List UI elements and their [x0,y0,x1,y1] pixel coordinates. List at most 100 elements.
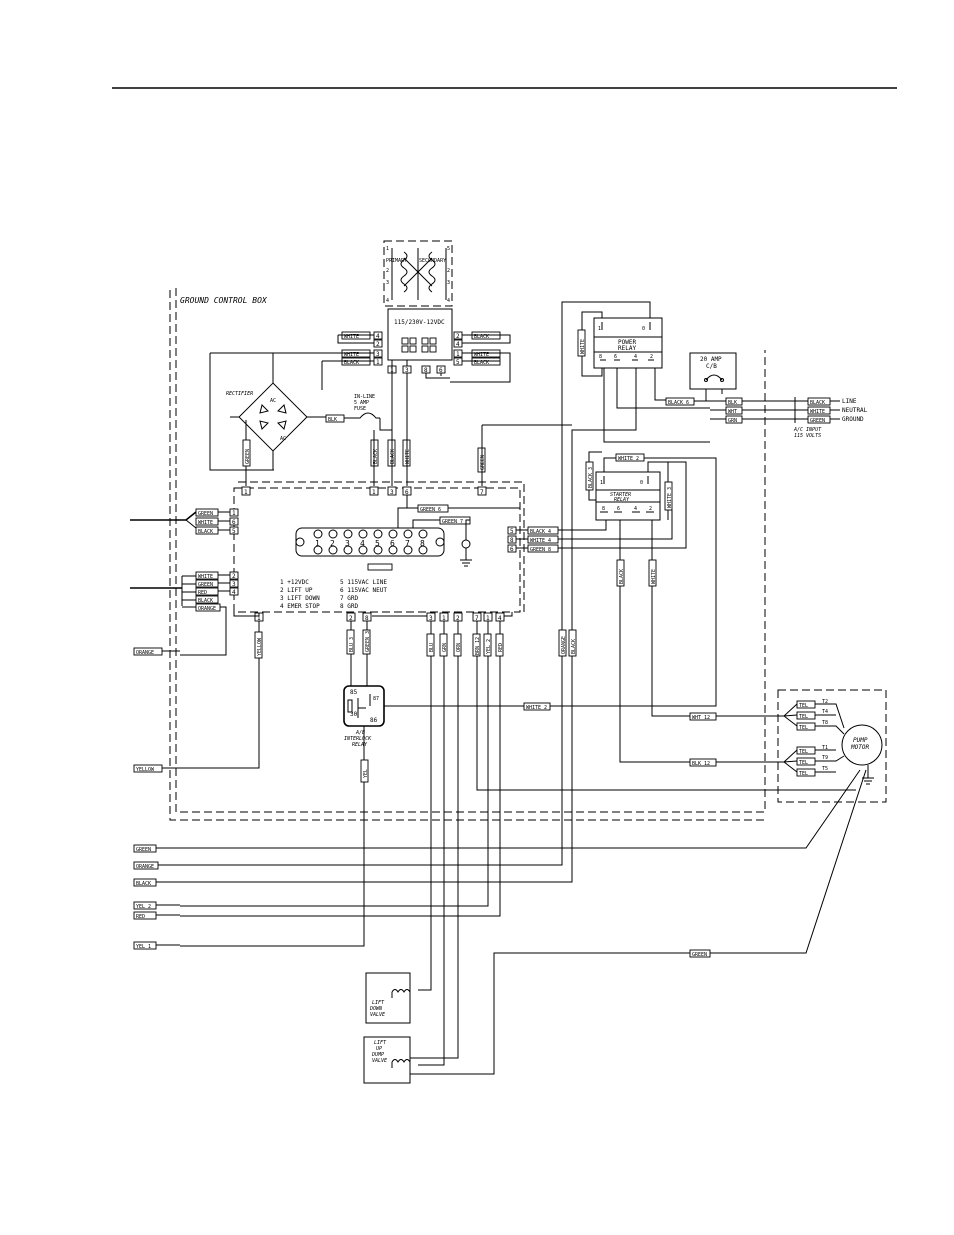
svg-text:YEL 2: YEL 2 [486,639,492,654]
wire-tag-black-v2: BLACK [568,629,577,657]
svg-text:3: 3 [232,581,236,588]
lift-up-valve [363,1036,411,1084]
wire-tag-black-a: BLACK [471,331,501,340]
svg-text:WHT: WHT [728,409,737,415]
svg-text:BLACK: BLACK [390,449,396,464]
terminal-box-outline-2 [238,481,525,616]
ac-input-label-1: A/C INPUT [793,427,822,433]
svg-text:5: 5 [456,359,460,366]
svg-text:GREEN 6: GREEN 6 [420,507,441,513]
transformer-left-pins: 4 2 3 1 [373,331,383,366]
wire-tag-white-pr: WHITE [577,329,586,357]
svg-text:4: 4 [232,589,236,596]
svg-text:GREEN: GREEN [198,511,213,517]
starter-relay-label-2: RELAY [614,497,630,503]
wire-tag-brn-12: BRN 12 [472,633,481,657]
ground-control-box-outline [175,288,766,813]
motor-terminals: TEL TEL TEL TEL TEL TEL T2 T4 T8 T1 T9 T… [783,699,874,785]
wire-tag-blu-3: BLU 3 [346,629,355,655]
svg-text:8: 8 [599,354,602,360]
primary-label: PRIMARY [386,258,407,264]
svg-text:4: 4 [456,341,460,348]
svg-text:7: 7 [475,615,479,622]
wire-tag-green-6: GREEN 6 [417,504,449,513]
circuit-breaker [689,352,737,402]
rectifier-bridge [230,353,330,470]
transformer-rating: 115/230V-12VDC [394,319,445,326]
terminal-box-right: 5 8 6 BLACK 4 WHITE 4 GREEN 8 [507,461,687,553]
motor-feed-wires [716,715,784,763]
fuse-label-2: 5 AMP [354,400,369,406]
svg-text:6: 6 [232,519,236,526]
terminal-row-bottom: 1 2 8 3 1 2 7 1 4 [254,612,505,622]
svg-text:ORANGE: ORANGE [561,636,567,654]
terminal-screw [328,545,338,555]
ac-neutral-label: NEUTRAL [842,407,868,414]
pump-motor-label-1: PUMP [853,737,868,744]
svg-text:BLACK: BLACK [373,449,379,464]
terminal-box-outline [233,487,521,613]
transformer-right-pins: 2 4 1 5 [453,331,463,366]
ac-ground-label: GROUND [842,416,864,423]
svg-text:TEL: TEL [799,771,808,777]
svg-text:WHITE 2: WHITE 2 [526,705,547,711]
terminal-strip-screws [313,529,428,555]
svg-text:WHT 12: WHT 12 [692,715,710,721]
legend-8: 8 GRD [340,603,358,610]
wire-tag-orange-l: ORANGE [133,647,163,656]
svg-text:1: 1 [372,489,376,496]
svg-text:BLACK: BLACK [810,400,825,406]
wire-tag-green-bot: GREEN [689,949,711,958]
transformer-symbol: 1 5 2 2 3 3 4 4 [383,240,453,307]
svg-text:WHITE: WHITE [580,339,586,354]
svg-text:6: 6 [390,539,395,548]
svg-text:YELLOW: YELLOW [136,767,155,773]
power-relay-label-2: RELAY [618,345,636,352]
terminal-strip-wiring [397,495,520,567]
legend-3: 3 LIFT DOWN [280,595,320,602]
lift-up-valve-label-3: DUMP [371,1052,384,1058]
svg-text:T5: T5 [822,766,828,772]
pump-motor-box [777,689,887,803]
svg-text:ORANGE: ORANGE [136,864,154,870]
wire-tag-green-b: GREEN [133,844,157,853]
svg-text:GREEN: GREEN [480,455,486,470]
terminal-screw [373,545,383,555]
svg-text:WHITE: WHITE [651,569,657,584]
svg-text:1: 1 [386,246,389,252]
svg-text:8: 8 [602,506,605,512]
svg-text:BLK: BLK [728,400,737,406]
svg-text:WHITE: WHITE [405,449,411,464]
svg-text:1: 1 [232,510,236,517]
terminal-screw [388,529,398,539]
svg-text:WHITE: WHITE [198,520,213,526]
terminal-screw [313,529,323,539]
lift-up-valve-label-1: LIFT [374,1040,387,1046]
svg-text:4: 4 [498,615,502,622]
starter-relay-label-1: STARTER [610,492,631,498]
svg-text:YEL 2: YEL 2 [136,904,151,910]
terminal-screw [343,545,353,555]
svg-text:3: 3 [345,539,350,548]
svg-text:BLACK: BLACK [198,598,213,604]
svg-text:WHITE 2: WHITE 2 [618,456,639,462]
svg-text:WHITE: WHITE [198,574,213,580]
svg-text:2: 2 [650,354,653,360]
interlock-label-3: RELAY [352,742,368,748]
svg-text:T4: T4 [822,709,828,715]
terminal-screw [358,529,368,539]
wire-tag-yel-2: YEL 2 [483,633,492,657]
svg-text:1: 1 [456,351,460,358]
svg-text:5: 5 [232,528,236,535]
interlock-label-1: A/B [355,730,365,736]
svg-text:BLU: BLU [429,643,435,652]
wire-tag-yellow-l: YELLOW [133,764,163,773]
svg-text:2: 2 [376,341,380,348]
wire-tag-yellow-v: YELLOW [254,631,263,659]
svg-text:1: 1 [244,489,248,496]
svg-text:T2: T2 [822,699,828,705]
terminal-strip [295,527,445,557]
ac-input-label-2: 115 VOLTS [794,433,821,439]
svg-text:1: 1 [598,326,601,332]
svg-text:BLACK 3: BLACK 3 [588,467,594,488]
